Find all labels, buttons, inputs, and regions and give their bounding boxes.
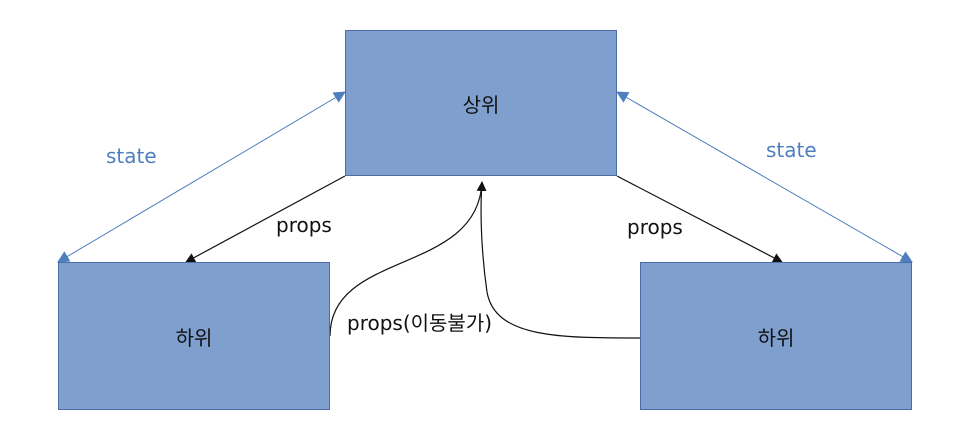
parent-component-label: 상위 (462, 92, 500, 117)
left-child-component-label: 하위 (175, 325, 213, 350)
props-blocked-curve-right (480, 181, 641, 339)
state-label-left: state (106, 144, 157, 168)
state-connector-left (57, 91, 346, 263)
right-child-component-label: 하위 (757, 325, 795, 350)
props-label-right: props (627, 215, 683, 239)
props-blocked-label: props(이동불가) (347, 311, 493, 335)
props-blocked-curve-left (329, 181, 487, 337)
state-label-right: state (766, 138, 817, 162)
parent-component-box: 상위 (345, 30, 617, 176)
state-connector-right (616, 91, 913, 263)
left-child-component-box: 하위 (58, 262, 330, 410)
right-child-component-box: 하위 (640, 262, 912, 410)
props-connector-left (185, 175, 346, 263)
props-label-left: props (276, 213, 332, 237)
props-connector-right (616, 175, 783, 263)
